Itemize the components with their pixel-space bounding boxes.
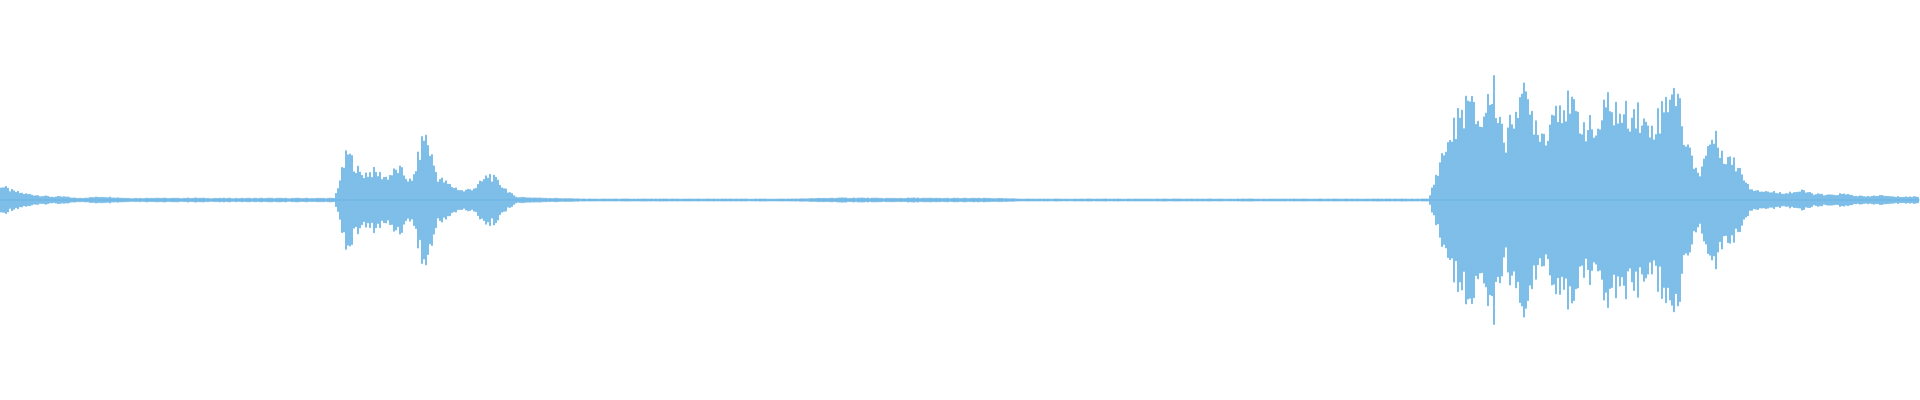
audio-waveform xyxy=(0,75,1920,325)
waveform-panel xyxy=(0,75,1920,325)
